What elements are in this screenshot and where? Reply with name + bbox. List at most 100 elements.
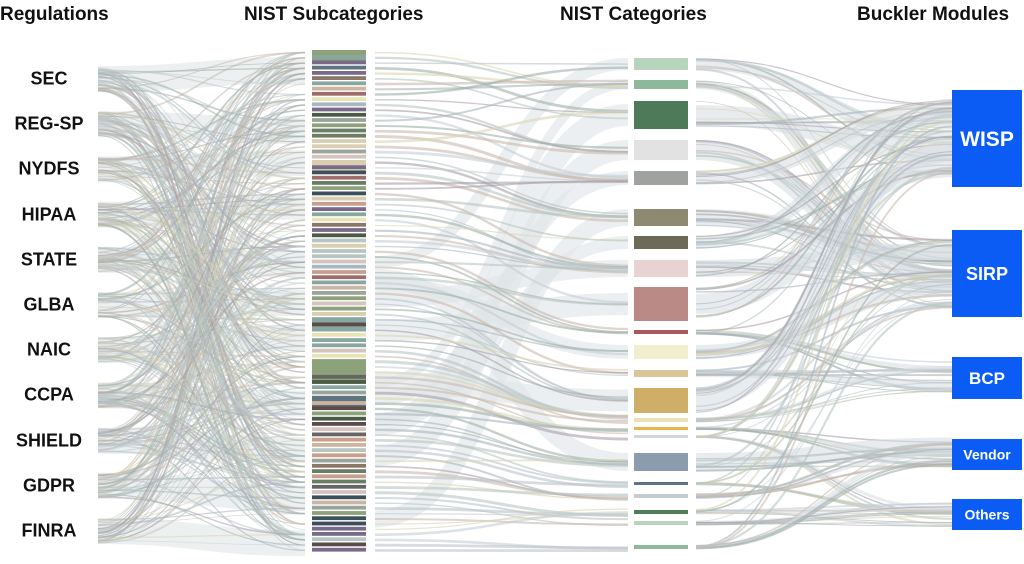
flow-line: [695, 444, 953, 497]
subcategory-node: [312, 484, 366, 489]
module-label-others: Others: [964, 507, 1009, 523]
flow-line: [97, 324, 306, 352]
subcategory-node: [312, 139, 366, 143]
flow-line: [97, 156, 306, 431]
flow-line: [374, 475, 629, 487]
flow-line: [97, 51, 306, 116]
flow-line: [97, 476, 306, 481]
category-node: [634, 427, 688, 430]
flow-line: [374, 413, 629, 431]
subcategory-node: [312, 500, 366, 505]
flows-regulations-to-subcategories: [97, 51, 306, 557]
flow-line: [97, 151, 306, 162]
subcategory-node: [312, 411, 366, 416]
flow-line: [97, 295, 306, 489]
flow-line: [374, 511, 629, 536]
flow-line: [374, 66, 629, 113]
flow-line: [97, 277, 306, 448]
subcategory-node: [312, 437, 366, 442]
flow-line: [695, 381, 953, 423]
category-band: [374, 80, 629, 388]
flow-line: [97, 381, 306, 408]
flow-line: [97, 119, 306, 208]
subcategory-node: [312, 469, 366, 473]
subcategory-node: [312, 118, 366, 122]
regulation-label-finra: FINRA: [21, 520, 77, 541]
flow-line: [374, 83, 629, 122]
regulation-label-hipaa: HIPAA: [21, 204, 77, 225]
subcategory-node: [312, 181, 366, 185]
flow-line: [97, 57, 306, 261]
subcategory-node: [312, 547, 366, 552]
flow-line: [97, 387, 306, 538]
categories-column-title: NIST Categories: [560, 4, 707, 25]
flow-line: [695, 463, 953, 550]
flow-line: [97, 123, 306, 274]
flow-line: [374, 77, 629, 120]
subcategory-node: [312, 65, 366, 70]
subcategory-node: [312, 201, 366, 206]
subcategory-node: [312, 81, 366, 86]
subcategory-node: [312, 107, 366, 112]
flow-line: [695, 306, 953, 421]
flow-line: [695, 100, 953, 177]
flow-line: [695, 372, 953, 389]
flow-line: [97, 455, 306, 492]
flow-line: [374, 428, 629, 466]
subcategory-node: [312, 102, 366, 107]
flow-line: [97, 170, 306, 337]
subcategory-node: [312, 270, 366, 274]
flow-line: [695, 141, 953, 438]
flow-line: [97, 123, 306, 143]
flow-line: [695, 151, 953, 411]
subcategory-node: [312, 91, 366, 96]
flow-line: [374, 340, 629, 374]
category-node: [634, 345, 688, 359]
flow-line: [695, 443, 953, 547]
subcategory-node: [312, 526, 366, 531]
flow-line: [97, 223, 306, 321]
subcategory-node: [312, 453, 366, 458]
flow-line: [695, 244, 953, 513]
subcategory-node: [312, 76, 366, 80]
regulation-label-naic: NAIC: [27, 339, 71, 360]
subcategory-node: [312, 448, 366, 452]
category-node: [634, 494, 688, 498]
flow-line: [374, 276, 629, 306]
flow-line: [97, 350, 306, 358]
flow-line: [97, 271, 306, 403]
category-node: [634, 260, 688, 277]
flow-line: [374, 110, 629, 143]
subcategory-node: [312, 254, 366, 259]
flow-line: [374, 124, 629, 149]
flow-line: [97, 215, 306, 483]
flow-line: [97, 206, 306, 457]
flow-line: [374, 281, 629, 356]
subcategory-node: [312, 463, 366, 468]
flow-line: [97, 205, 306, 305]
category-node: [634, 236, 688, 249]
flow-line: [374, 129, 629, 155]
flow-line: [97, 455, 306, 544]
module-label-sirp: SIRP: [966, 264, 1008, 284]
category-node: [634, 287, 688, 321]
subcategory-node: [312, 474, 366, 479]
flow-line: [374, 179, 629, 190]
flow-line: [97, 489, 306, 499]
regulation-label-sec: SEC: [30, 68, 68, 89]
flow-line: [97, 52, 306, 311]
flow-line: [374, 150, 629, 178]
module-label-bcp: BCP: [969, 369, 1005, 388]
flow-line: [97, 70, 306, 85]
flow-line: [695, 448, 953, 499]
flow-line: [695, 274, 953, 421]
category-node: [634, 435, 688, 438]
flow-line: [374, 109, 629, 153]
flow-line: [695, 113, 953, 484]
subcategory-node: [312, 228, 366, 232]
subcategory-node: [312, 532, 366, 536]
flow-line: [374, 256, 629, 333]
subcategory-node: [312, 443, 366, 447]
regulation-label-glba: GLBA: [23, 294, 75, 315]
flow-line: [97, 116, 306, 425]
